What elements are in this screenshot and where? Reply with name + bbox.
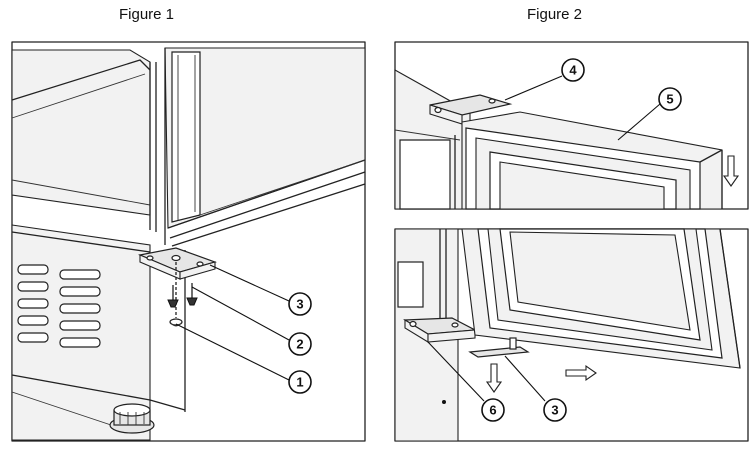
callout-3-figure-2: 3 — [543, 398, 567, 422]
svg-text:5: 5 — [666, 92, 673, 107]
callout-1-figure-1: 1 — [288, 370, 312, 394]
figure-2-bottom-panel: 6 3 — [394, 228, 749, 442]
hinge-pin-figure-1 — [169, 262, 183, 327]
door-figure-1 — [164, 47, 366, 247]
svg-text:3: 3 — [551, 403, 558, 418]
svg-text:1: 1 — [296, 375, 303, 390]
callout-4: 4 — [561, 58, 585, 82]
svg-text:4: 4 — [569, 63, 577, 78]
down-arrow-icon-bottom — [485, 363, 503, 393]
hinge-plate-figure-1 — [137, 247, 217, 280]
cabinet-base — [11, 224, 186, 441]
door-top — [461, 111, 723, 210]
leader-lines-figure-1 — [175, 264, 290, 381]
bottom-hinge-plate — [402, 317, 478, 343]
vent-slots — [17, 264, 101, 348]
top-hinge — [429, 94, 513, 125]
svg-text:2: 2 — [296, 337, 303, 352]
hinge-pin-removed — [468, 337, 530, 358]
leveling-foot — [109, 403, 155, 434]
right-arrow-icon — [565, 364, 597, 382]
svg-text:3: 3 — [296, 297, 303, 312]
cabinet-interior — [11, 49, 157, 232]
figure-1-panel: 3 2 1 — [11, 41, 366, 442]
figure-2-title: Figure 2 — [527, 6, 583, 23]
door-bottom — [461, 228, 741, 369]
screws — [167, 283, 198, 308]
svg-text:6: 6 — [489, 403, 496, 418]
figure-1-title: Figure 1 — [119, 6, 175, 23]
down-arrow-icon — [722, 155, 740, 187]
callout-5: 5 — [658, 87, 682, 111]
callout-6: 6 — [481, 398, 505, 422]
callout-2-figure-1: 2 — [288, 332, 312, 356]
callout-3-figure-1: 3 — [288, 292, 312, 316]
figure-2-top-panel: 4 5 — [394, 41, 749, 210]
